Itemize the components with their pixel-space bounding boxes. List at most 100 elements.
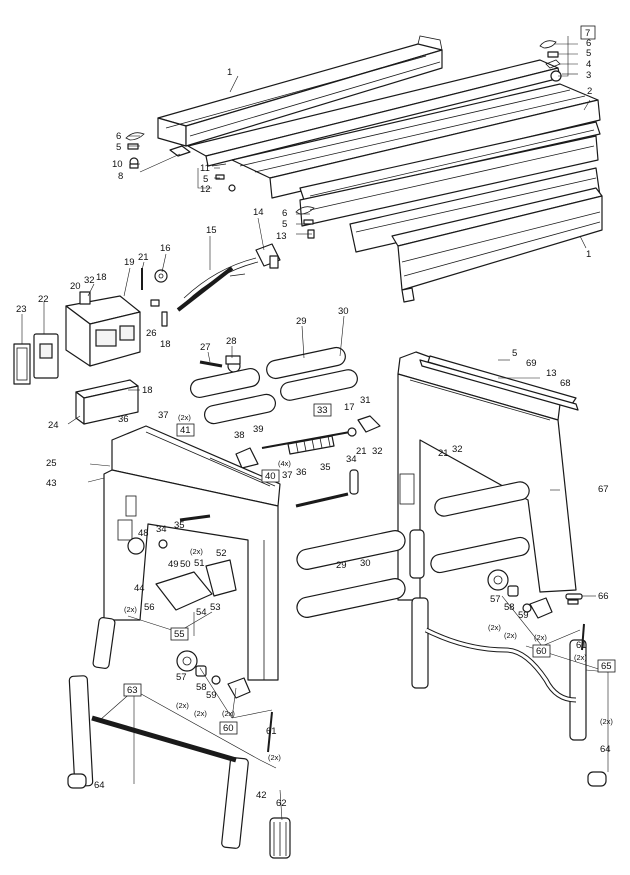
callout-35-left: 35 [174, 520, 185, 531]
callout-18-low: 18 [142, 385, 153, 396]
callout-49: 49 [168, 559, 179, 570]
callout-36-left: 36 [118, 414, 129, 425]
callout-44: 44 [134, 583, 145, 594]
part-38-clamp [235, 447, 259, 469]
callout-5-mid: 5 [203, 174, 208, 185]
callout-37-mid: 37 [282, 470, 293, 481]
callout-17: 17 [344, 402, 355, 413]
part-29-30-rollers-upper [189, 346, 358, 425]
qty-61-left: (2x) [268, 753, 281, 762]
part-15-rod [176, 266, 234, 312]
callout-12: 12 [200, 184, 211, 195]
callout-60-right-box [532, 644, 551, 658]
part-44-54-bracket [127, 514, 237, 611]
callout-23: 23 [16, 304, 27, 315]
callout-28: 28 [226, 336, 237, 347]
callout-30-low: 30 [360, 558, 371, 569]
callout-64-right: 64 [600, 744, 611, 755]
callout-60-left-box [219, 721, 238, 735]
callout-5-right: 5 [512, 348, 517, 359]
callout-41-box [176, 423, 195, 437]
part-1-top-profile [157, 35, 443, 147]
callout-59-right: 59 [518, 610, 529, 621]
qty-59-left: (2x) [222, 709, 235, 718]
callout-55-box [170, 627, 189, 641]
callout-37-left: 37 [158, 410, 169, 421]
callout-3: 3 [586, 70, 591, 81]
part-screws-switch [141, 268, 168, 327]
qty-36: (4x) [278, 459, 291, 468]
callout-34-mid: 34 [346, 454, 357, 465]
callout-5-left: 5 [116, 142, 121, 153]
callout-27: 27 [200, 342, 211, 353]
callout-8: 8 [118, 171, 123, 182]
callout-13-right: 13 [546, 368, 557, 379]
callout-14: 14 [253, 207, 264, 218]
part-66-pin [565, 593, 583, 600]
callout-10: 10 [112, 159, 123, 170]
part-clips-middle [211, 163, 236, 192]
callout-57-right: 57 [490, 594, 501, 605]
part-legs [67, 529, 607, 849]
callout-1-bottom: 1 [586, 249, 591, 260]
callout-21-left: 21 [138, 252, 149, 263]
callout-58-left: 58 [196, 682, 207, 693]
part-25-left-frame [103, 425, 281, 681]
callout-2: 2 [587, 86, 592, 97]
callout-64-left: 64 [94, 780, 105, 791]
qty-65: (2x) [600, 717, 613, 726]
callout-63: 63 [127, 685, 138, 696]
callout-6-left: 6 [116, 131, 121, 142]
callout-32-right: 32 [452, 444, 463, 455]
part-29-30-rollers-lower [296, 481, 530, 618]
part-clips-top-right [539, 40, 562, 82]
qty-57-left: (2x) [176, 701, 189, 710]
part-22-switch [33, 333, 59, 379]
callout-54: 54 [196, 607, 207, 618]
callout-51: 51 [194, 558, 205, 569]
part-16-washer [154, 269, 168, 283]
qty-58-right: (2x) [504, 631, 517, 640]
part-57-61-left-set [176, 650, 273, 753]
qty-37: (2x) [178, 413, 191, 422]
callout-50: 50 [180, 559, 191, 570]
part-2-table-top-slats [187, 59, 601, 253]
part-23-plate [13, 343, 31, 385]
callout-67: 67 [598, 484, 609, 495]
callout-24: 24 [48, 420, 59, 431]
callout-22: 22 [38, 294, 49, 305]
callout-58-right: 58 [504, 602, 515, 613]
callout-40-box [261, 469, 280, 483]
callout-29-low: 29 [336, 560, 347, 571]
callout-61-left: 61 [266, 726, 277, 737]
qty-50: (2x) [190, 547, 203, 556]
callout-63-box [123, 683, 142, 697]
part-62-foot [269, 817, 291, 859]
callout-4: 4 [586, 59, 591, 70]
callout-66: 66 [598, 591, 609, 602]
callout-18-mid: 18 [160, 339, 171, 350]
callout-31: 31 [360, 395, 371, 406]
callout-20: 20 [70, 281, 81, 292]
part-31-knob [357, 415, 381, 433]
callout-61-right: 61 [576, 640, 587, 651]
callout-16: 16 [160, 243, 171, 254]
callout-62: 62 [276, 798, 287, 809]
callout-11: 11 [200, 163, 210, 174]
callout-29-top: 29 [296, 316, 307, 327]
callout-57-left: 57 [176, 672, 187, 683]
callout-36-mid: 36 [296, 467, 307, 478]
part-19-20-switch-housing [65, 291, 141, 367]
callout-68: 68 [560, 378, 571, 389]
callout-33: 33 [317, 405, 328, 416]
callout-32-mid: 32 [372, 446, 383, 457]
callout-26: 26 [146, 328, 157, 339]
callout-30-top: 30 [338, 306, 349, 317]
part-57-61-right-set [487, 569, 585, 651]
part-1-bottom-profile [391, 187, 603, 303]
callout-35-mid: 35 [320, 462, 331, 473]
callout-40: 40 [265, 471, 276, 482]
callout-21-mid: 21 [356, 446, 367, 457]
